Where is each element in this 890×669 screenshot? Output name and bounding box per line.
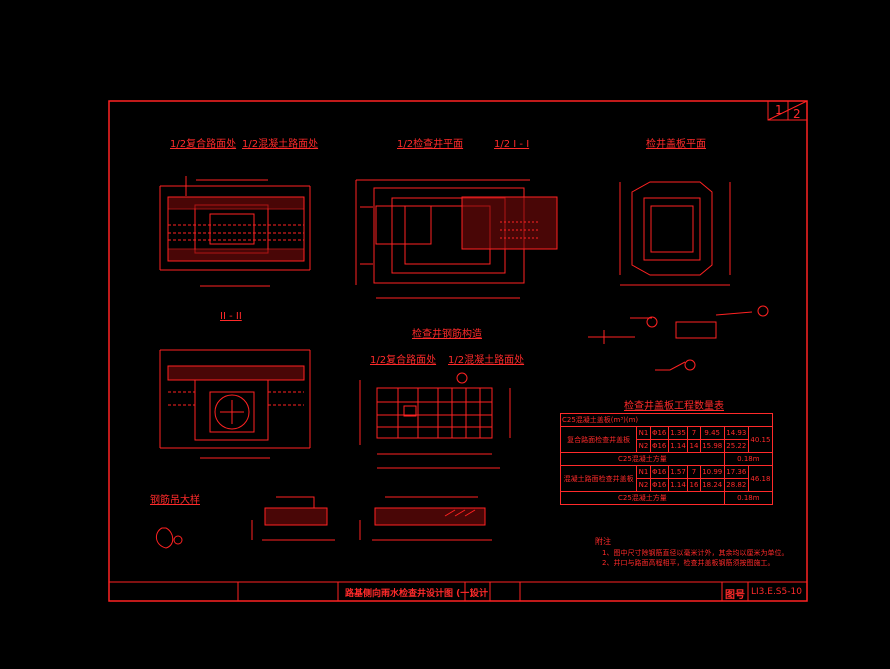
table-cell: 25.22 <box>723 439 749 453</box>
table-cell: 46.18 <box>747 465 774 492</box>
drawing-no-label: 图号 <box>725 590 745 601</box>
view-cover-plan <box>619 181 731 286</box>
table-row: C25混凝土盖板(m³)(m) <box>560 413 773 427</box>
title-qty-table: 检查井盖板工程数量表 <box>624 401 724 412</box>
table-row: C25混凝土方量 0.18m <box>560 452 774 466</box>
table-cell: Φ16 <box>649 439 669 453</box>
table-cell: 16 <box>687 478 701 492</box>
table-cell: 1.35 <box>667 426 689 440</box>
title-half-well-plan: 1/2检查井平面 <box>397 139 464 150</box>
table-cell: 0.18m <box>723 491 774 505</box>
title-block <box>109 581 807 601</box>
table-cell: 40.15 <box>747 426 774 453</box>
table-cell: 14.93 <box>723 426 749 440</box>
sheet-page: 1 <box>775 103 783 117</box>
title-half-composite-2: 1/2复合路面处 <box>370 355 437 366</box>
title-cover-plan: 检井盖板平面 <box>646 139 706 150</box>
table-cell: 15.98 <box>699 439 725 453</box>
title-half-section-1: 1/2 I - I <box>494 139 530 150</box>
table-cell: 14 <box>687 439 701 453</box>
table-cell: C25混凝土方量 <box>560 491 725 505</box>
drawing-title: 路基侧向雨水检查井设计图 (一) <box>345 589 474 599</box>
table-cell: 1.14 <box>667 439 689 453</box>
table-cell: 1.14 <box>667 478 689 492</box>
title-section-2: II - II <box>220 311 242 322</box>
title-half-composite: 1/2复合路面处 <box>170 139 237 150</box>
table-cell: 28.82 <box>723 478 749 492</box>
table-cell: 17.36 <box>723 465 749 479</box>
title-half-concrete-2: 1/2混凝土路面处 <box>448 355 525 366</box>
table-cell: Φ16 <box>649 426 669 440</box>
table-row: 混凝土路面检查井盖板 N1 Φ16 1.57 7 10.99 17.36 46.… <box>559 465 774 492</box>
table-cell: 18.24 <box>699 478 725 492</box>
table-cell: 1.57 <box>667 465 689 479</box>
table-cell: 复合路面检查井盖板 <box>559 426 638 453</box>
table-cell: 10.99 <box>699 465 725 479</box>
table-row: C25混凝土方量 0.18m <box>560 491 774 505</box>
title-half-concrete: 1/2混凝土路面处 <box>242 139 319 150</box>
sheet-box <box>767 100 808 121</box>
table-cell: C25混凝土方量 <box>560 452 725 466</box>
table-cell: 9.45 <box>699 426 725 440</box>
view-reinforcement-grid <box>359 372 511 469</box>
design-label: 设计 <box>470 589 489 599</box>
table-cell: N1 <box>636 465 651 479</box>
table-cell: 混凝土路面检查井盖板 <box>559 465 638 492</box>
drawing-frame <box>108 100 808 602</box>
title-detail-a: 钢筋吊大样 <box>150 495 200 506</box>
table-cell: Φ16 <box>649 465 669 479</box>
table-cell: N2 <box>636 439 651 453</box>
table-cell: N1 <box>636 426 651 440</box>
detail-sections <box>156 496 492 549</box>
table-header: C25混凝土盖板(m³)(m) <box>560 413 773 427</box>
rebar-details <box>588 305 769 371</box>
view-well-plan <box>355 179 558 299</box>
notes-line-2: 2、井口与路面高程相平，检查井盖板钢筋须按图施工。 <box>602 559 775 567</box>
table-cell: Φ16 <box>649 478 669 492</box>
drawing-number: LI3.E.S5-10 <box>751 587 802 597</box>
view-section-2 <box>159 349 311 459</box>
notes-heading: 附注 <box>595 537 611 546</box>
table-row: 复合路面检查井盖板 N1 Φ16 1.35 7 9.45 14.93 40.15 <box>559 426 774 453</box>
notes-line-1: 1、图中尺寸除钢筋直径以毫米计外，其余均以厘米为单位。 <box>602 549 789 557</box>
table-cell: N2 <box>636 478 651 492</box>
view-half-plan <box>159 176 311 287</box>
title-well-reinforcement: 检查井钢筋构造 <box>412 329 482 340</box>
sheet-total: 2 <box>793 107 801 121</box>
table-cell: 0.18m <box>723 452 774 466</box>
quantity-table: C25混凝土盖板(m³)(m) 复合路面检查井盖板 N1 Φ16 1.35 7 … <box>559 413 774 505</box>
table-cell: 7 <box>687 426 701 440</box>
table-cell: 7 <box>687 465 701 479</box>
